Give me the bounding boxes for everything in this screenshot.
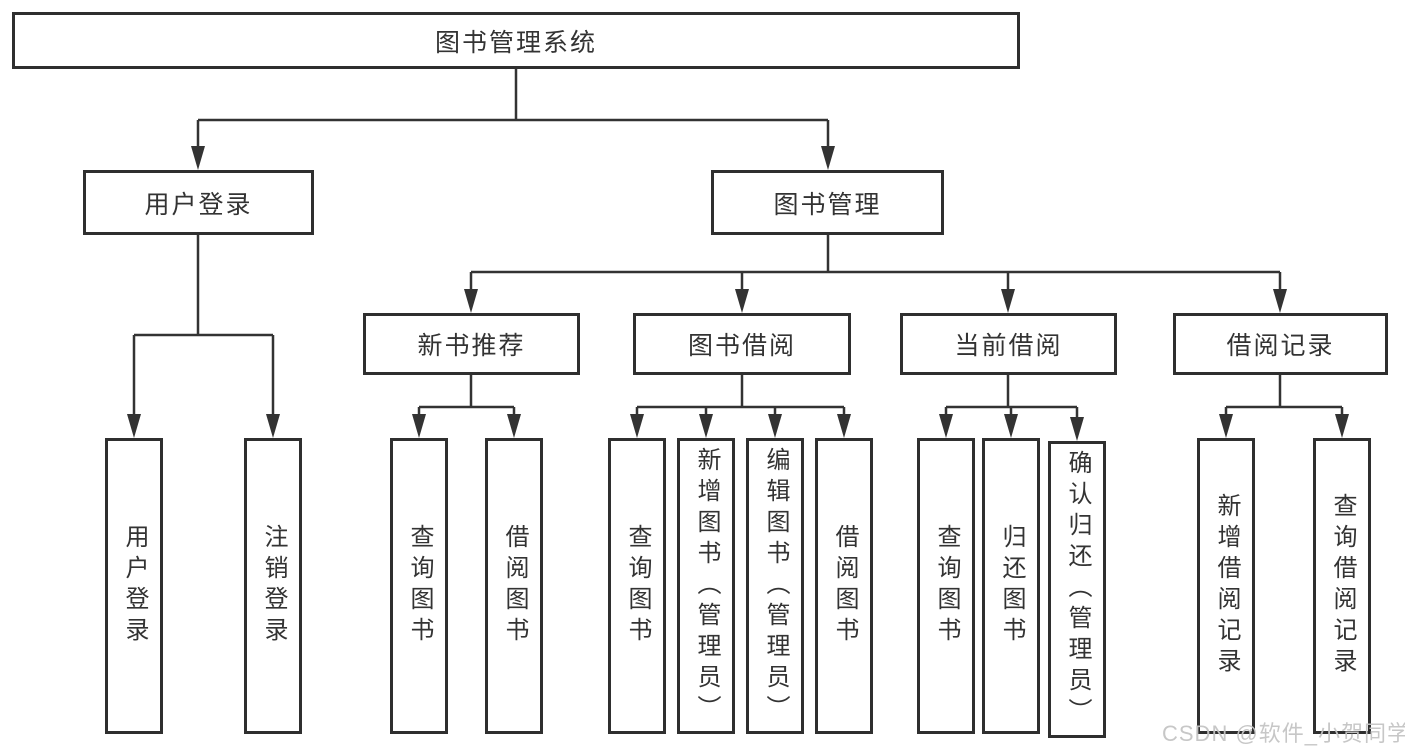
leaf-edit-book-admin-label: 编辑图书（管理员） bbox=[762, 446, 789, 726]
arrowheads bbox=[127, 146, 1349, 441]
leaf-return-books-label: 归还图书 bbox=[998, 524, 1025, 648]
leaf-add-book-admin: 新增图书（管理员） bbox=[677, 438, 735, 734]
arrowhead bbox=[1335, 414, 1349, 438]
leaf-query-books-2: 查询图书 bbox=[608, 438, 666, 734]
leaf-return-books: 归还图书 bbox=[982, 438, 1040, 734]
connector-new-book-to-leaves bbox=[417, 375, 516, 416]
arrowhead bbox=[768, 414, 782, 438]
arrowhead bbox=[1219, 414, 1233, 438]
node-book-borrowing-label: 图书借阅 bbox=[687, 332, 796, 360]
node-current-borrowing: 当前借阅 bbox=[900, 313, 1117, 375]
leaf-edit-book-admin: 编辑图书（管理员） bbox=[746, 438, 804, 734]
arrowhead bbox=[630, 414, 644, 438]
node-user-login-label: 用户登录 bbox=[144, 190, 253, 219]
root-node: 图书管理系统 bbox=[12, 12, 1020, 69]
connector-root-to-branches bbox=[196, 68, 830, 148]
node-user-login: 用户登录 bbox=[83, 170, 314, 235]
leaf-query-books-2-label: 查询图书 bbox=[624, 524, 651, 648]
arrowhead bbox=[507, 414, 521, 438]
arrowhead bbox=[1273, 289, 1287, 313]
arrowhead bbox=[191, 146, 205, 170]
node-book-management-label: 图书管理 bbox=[773, 190, 882, 219]
arrowhead bbox=[699, 414, 713, 438]
leaf-logout-login: 注销登录 bbox=[244, 438, 302, 734]
root-node-label: 图书管理系统 bbox=[434, 28, 597, 57]
node-borrowing-records: 借阅记录 bbox=[1173, 313, 1388, 375]
leaf-borrow-books-2: 借阅图书 bbox=[815, 438, 873, 734]
leaf-borrow-books-1-label: 借阅图书 bbox=[501, 524, 528, 648]
connector-book-management-to-sections bbox=[469, 235, 1282, 291]
node-new-book-recommend: 新书推荐 bbox=[363, 313, 580, 375]
arrowhead bbox=[821, 146, 835, 170]
connector-user-login-to-leaves bbox=[132, 235, 275, 416]
node-new-book-recommend-label: 新书推荐 bbox=[417, 332, 526, 360]
leaf-borrow-books-2-label: 借阅图书 bbox=[831, 524, 858, 648]
leaf-query-books-3: 查询图书 bbox=[917, 438, 975, 734]
arrowhead bbox=[735, 289, 749, 313]
watermark: CSDN @软件_小贺同学 bbox=[1162, 721, 1405, 746]
node-book-borrowing: 图书借阅 bbox=[633, 313, 851, 375]
node-current-borrowing-label: 当前借阅 bbox=[954, 332, 1063, 360]
leaf-borrow-books-1: 借阅图书 bbox=[485, 438, 543, 734]
leaf-add-borrow-record-label: 新增借阅记录 bbox=[1213, 493, 1240, 679]
leaf-user-login: 用户登录 bbox=[105, 438, 163, 734]
node-book-management: 图书管理 bbox=[711, 170, 944, 235]
leaf-query-books-1: 查询图书 bbox=[390, 438, 448, 734]
connector-current-borrowing-to-leaves bbox=[944, 375, 1079, 419]
arrowhead bbox=[837, 414, 851, 438]
leaf-confirm-return-admin: 确认归还（管理员） bbox=[1048, 441, 1106, 738]
arrowhead bbox=[464, 289, 478, 313]
leaf-add-book-admin-label: 新增图书（管理员） bbox=[693, 446, 720, 726]
connector-book-borrowing-to-leaves bbox=[635, 375, 846, 416]
arrowhead bbox=[1070, 417, 1084, 441]
arrowhead bbox=[412, 414, 426, 438]
arrowhead bbox=[939, 414, 953, 438]
leaf-user-login-label: 用户登录 bbox=[121, 524, 148, 648]
leaf-query-books-3-label: 查询图书 bbox=[933, 524, 960, 648]
leaf-query-books-1-label: 查询图书 bbox=[406, 524, 433, 648]
leaf-add-borrow-record: 新增借阅记录 bbox=[1197, 438, 1255, 734]
arrowhead bbox=[127, 414, 141, 438]
leaf-logout-login-label: 注销登录 bbox=[260, 524, 287, 648]
leaf-query-borrow-record-label: 查询借阅记录 bbox=[1329, 493, 1356, 679]
arrowhead bbox=[1001, 289, 1015, 313]
arrowhead bbox=[1004, 414, 1018, 438]
node-borrowing-records-label: 借阅记录 bbox=[1226, 332, 1335, 360]
connector-borrowing-records-to-leaves bbox=[1224, 375, 1344, 416]
leaf-confirm-return-admin-label: 确认归还（管理员） bbox=[1064, 450, 1091, 729]
arrowhead bbox=[266, 414, 280, 438]
leaf-query-borrow-record: 查询借阅记录 bbox=[1313, 438, 1371, 734]
